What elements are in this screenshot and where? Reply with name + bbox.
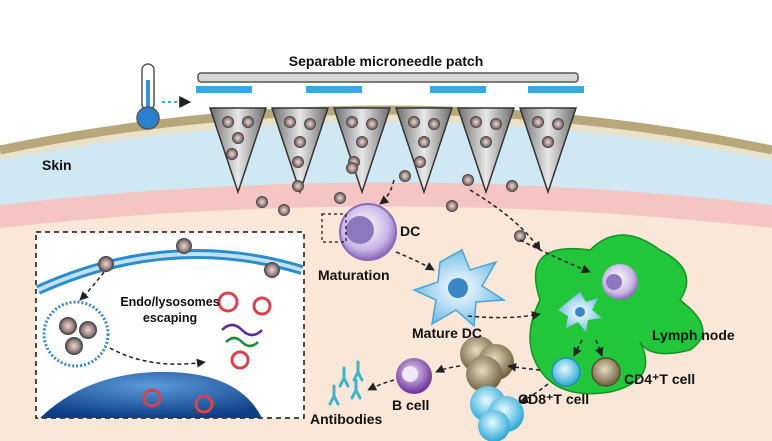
dc-cell — [339, 203, 397, 261]
endo-label-line1: Endo/lysosomes — [120, 295, 219, 309]
cd4-label: CD4⁺T cell — [624, 371, 695, 387]
endosome-inset — [35, 231, 305, 419]
cd8-cells — [470, 386, 524, 441]
patch-title: Separable microneedle patch — [289, 53, 484, 69]
maturation-label: Maturation — [318, 267, 390, 283]
lymph-node-label: Lymph node — [652, 327, 735, 343]
lymph-node — [529, 234, 704, 395]
nanoparticle-icon — [222, 116, 564, 242]
process-arrows — [367, 179, 604, 404]
mature-dc-label: Mature DC — [412, 325, 482, 341]
microneedle-patch — [196, 72, 584, 93]
antibodies-label: Antibodies — [310, 411, 383, 427]
antibody-icon — [328, 360, 364, 406]
cd4-cells — [460, 336, 514, 392]
microneedles — [208, 107, 578, 195]
b-cell-label: B cell — [392, 397, 429, 413]
endo-label-line2: escaping — [143, 311, 197, 325]
zoom-box — [321, 213, 347, 243]
cd8-label: CD8⁺T cell — [518, 391, 589, 407]
b-cell — [396, 358, 432, 394]
skin-label: Skin — [42, 157, 72, 173]
dc-label: DC — [400, 223, 420, 239]
thermometer-icon — [136, 63, 192, 130]
mature-dc-cell — [411, 248, 507, 328]
